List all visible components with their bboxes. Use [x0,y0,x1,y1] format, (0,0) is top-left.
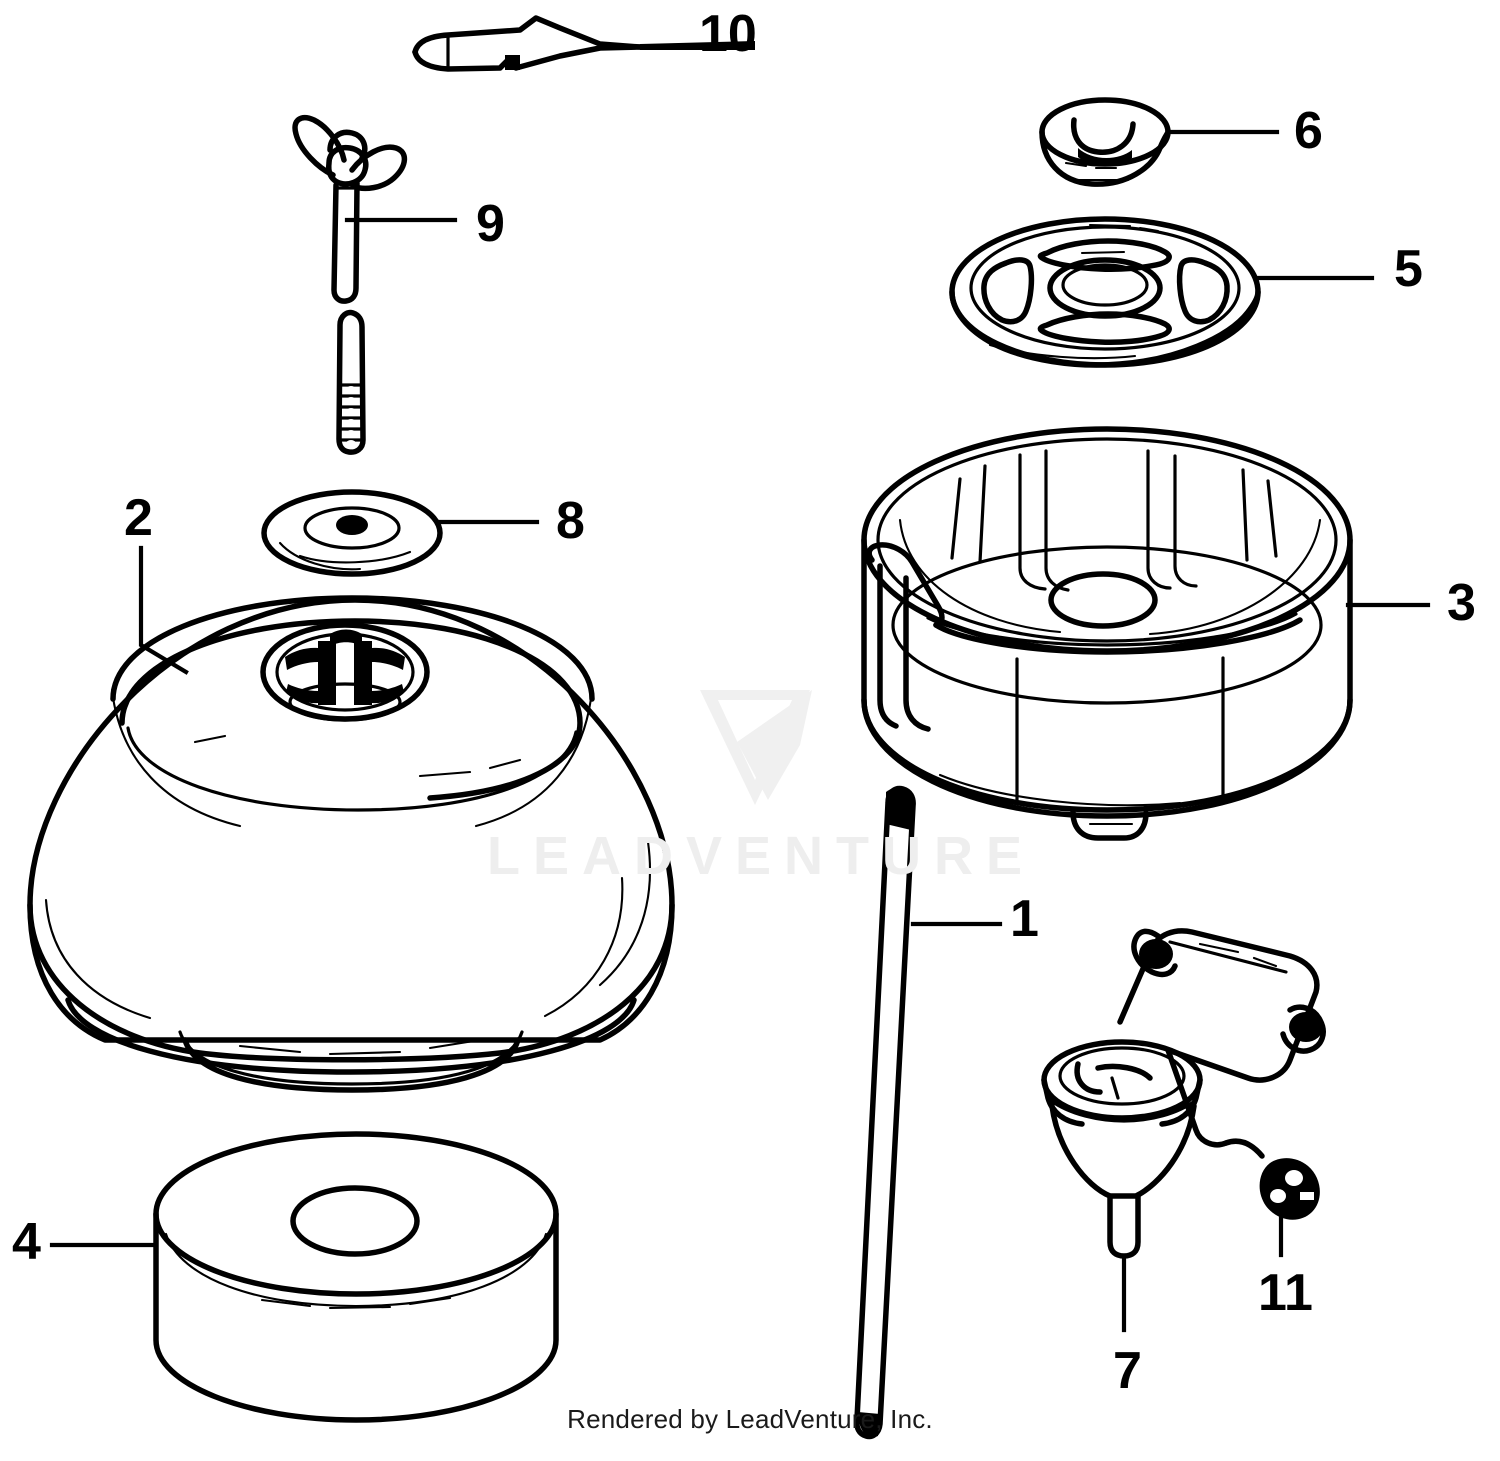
callout-number-5: 5 [1394,240,1423,298]
callout-number-3: 3 [1447,574,1476,632]
part-11-clamp-nut [1223,1138,1320,1220]
callout-number-8: 8 [556,492,585,550]
callout-number-6: 6 [1294,102,1323,160]
part-9-threaded-stud [336,309,366,455]
leadventure-logo-watermark [700,690,812,805]
part-9-wing-nut [292,114,408,304]
part-7-breather-elbow-assembly [1041,928,1326,1259]
callout-number-9: 9 [476,195,505,253]
callout-number-1: 1 [1010,890,1039,948]
callout-number-4: 4 [12,1213,41,1271]
part-3-air-cleaner-body [861,426,1353,841]
render-credit-caption: Rendered by LeadVenture, Inc. [567,1404,933,1434]
part-10-cotter-key [412,15,755,72]
part-8-washer [261,489,443,577]
leader-2 [138,545,189,675]
part-6-cap-plug [1039,97,1171,187]
callout-number-2: 2 [124,489,153,547]
part-5-retainer-plate [949,216,1261,368]
callout-number-7: 7 [1113,1342,1142,1400]
callout-number-10: 10 [699,5,757,63]
part-2-air-cleaner-cover [27,595,675,1093]
part-1-tube [854,785,916,1440]
part-4-filter-element [153,1131,559,1423]
callout-number-11: 11 [1258,1264,1313,1322]
leader-lines [49,44,1431,1333]
